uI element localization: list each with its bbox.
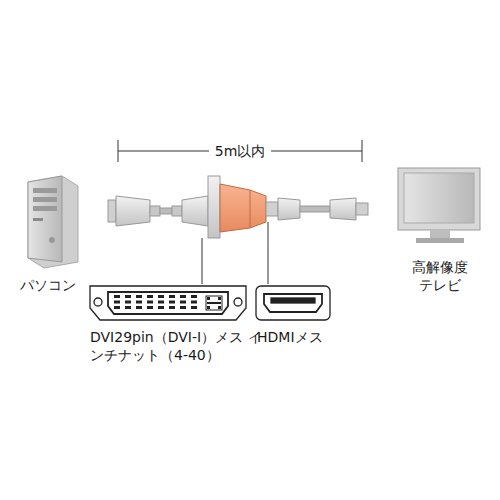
dvi-pin	[218, 306, 221, 309]
dvi-cable	[182, 196, 208, 226]
dvi-cable	[172, 206, 182, 216]
pc-tower	[33, 188, 57, 193]
pc-tower	[49, 237, 55, 243]
pc-tower	[33, 206, 57, 211]
dvi-hdmi-adapter	[208, 176, 220, 238]
dvi-female-icon	[90, 286, 246, 320]
dimension-line	[118, 140, 362, 162]
hdmi-cable	[356, 203, 368, 215]
hd-television	[398, 168, 480, 243]
dvi-pin	[136, 301, 142, 304]
hdmi-cable	[300, 206, 330, 212]
dvi-pin	[114, 295, 120, 298]
dvi-cable	[108, 196, 208, 226]
dvi-pin	[191, 301, 197, 304]
dvi-pin	[136, 295, 142, 298]
dvi-pin	[218, 297, 221, 300]
dvi-pin	[125, 295, 131, 298]
dvi-pin	[136, 306, 142, 309]
dvi-pin	[158, 306, 164, 309]
dvi-female-icon	[90, 286, 246, 320]
dvi-cable	[116, 196, 150, 226]
device-label: 高解像度テレビ	[409, 258, 471, 294]
dvi-pin	[169, 306, 175, 309]
pc-tower	[33, 218, 43, 221]
dvi-pin	[169, 301, 175, 304]
pc-tower	[28, 176, 62, 262]
dvi-pin	[207, 306, 210, 309]
leader-line	[202, 222, 268, 284]
dvi-female-icon	[234, 298, 242, 306]
dvi-pin	[169, 295, 175, 298]
leader-line	[268, 222, 269, 284]
dvi-hdmi-adapter	[250, 190, 251, 228]
hdmi-cable	[278, 198, 300, 220]
dvi-female-icon	[207, 302, 221, 304]
dvi-pin	[180, 295, 186, 298]
hd-television	[416, 238, 464, 243]
hdmi-female-icon	[264, 294, 322, 312]
hdmi-female-icon	[271, 298, 315, 303]
connector-label: HDMIメス	[257, 328, 323, 346]
hdmi-female-icon	[256, 286, 330, 320]
dimension-label: 5m以内	[209, 142, 272, 160]
device-label: パソコン	[20, 276, 76, 294]
dvi-pin	[207, 297, 210, 300]
dvi-cable	[150, 206, 160, 216]
dvi-female-icon	[206, 296, 222, 310]
pc-tower	[33, 197, 57, 202]
hd-television	[398, 168, 480, 230]
pc-tower	[28, 176, 78, 268]
dvi-female-icon	[94, 298, 102, 306]
hdmi-cable	[266, 198, 368, 220]
pc-tower	[28, 176, 78, 268]
dvi-female-icon	[108, 292, 228, 314]
dvi-pin	[158, 301, 164, 304]
dvi-pin	[191, 306, 197, 309]
dvi-pin	[147, 306, 153, 309]
dvi-hdmi-adapter	[220, 184, 266, 232]
dvi-pin	[180, 306, 186, 309]
dvi-pin	[125, 301, 131, 304]
dvi-pin	[180, 301, 186, 304]
hdmi-female-icon	[256, 286, 330, 320]
dvi-pin	[125, 306, 131, 309]
dvi-pin	[114, 306, 120, 309]
dvi-hdmi-adapter	[208, 176, 266, 238]
connector-label: DVI29pin（DVI-I）メス インチナット（4-40）	[90, 328, 262, 364]
dvi-pin	[147, 295, 153, 298]
hdmi-cable	[330, 198, 356, 220]
leader-line	[202, 238, 203, 284]
dvi-pin	[147, 301, 153, 304]
hd-television	[430, 230, 450, 238]
dvi-pin	[191, 295, 197, 298]
dvi-cable	[160, 208, 172, 214]
hd-television	[404, 173, 474, 223]
dvi-cable	[108, 200, 116, 222]
hdmi-cable	[266, 202, 278, 216]
dvi-pin	[114, 301, 120, 304]
dvi-pin	[158, 295, 164, 298]
